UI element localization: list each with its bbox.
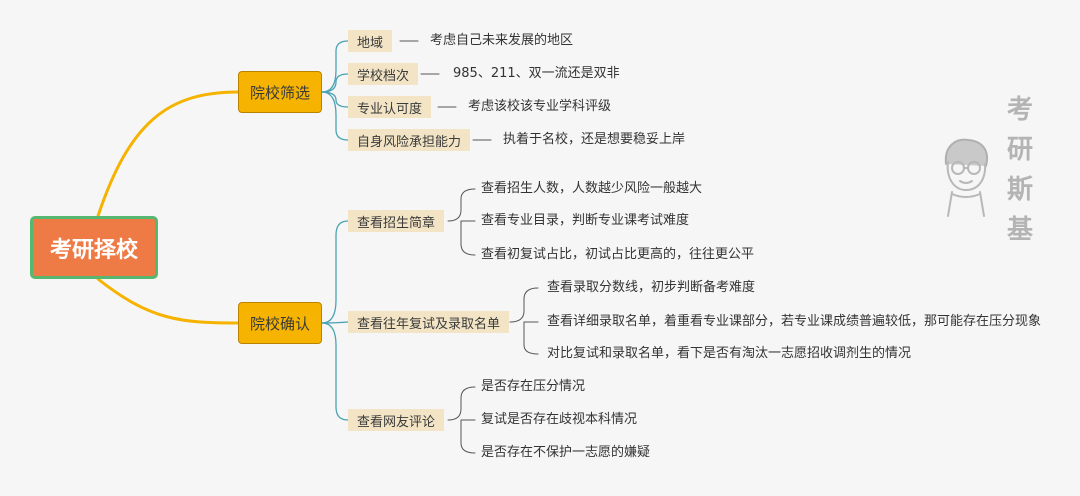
connector-screening-topic-risk <box>321 91 349 141</box>
leaf-reviews-2: 复试是否存在歧视本科情况 <box>481 412 638 427</box>
leaf-bracket-brochure <box>447 188 476 256</box>
topic-node-reviews[interactable]: 查看网友评论 <box>348 409 445 431</box>
branch-node-confirm[interactable]: 院校确认 <box>238 302 322 344</box>
watermark-char: 研 <box>1006 135 1033 165</box>
topic-node-major-recognition[interactable]: 专业认可度 <box>348 96 432 118</box>
leaf-brochure-2: 查看专业目录，判断专业课考试难度 <box>481 213 690 228</box>
mascot-watermark-icon <box>944 138 988 217</box>
connector-screening-topic-tier <box>321 73 349 93</box>
connector-screening-topic-region <box>321 40 349 93</box>
leaf-brochure-1: 查看招生人数，人数越少风险一般越大 <box>481 181 703 196</box>
leaf-region: 考虑自己未来发展的地区 <box>430 33 574 48</box>
connector-confirm-topic-reviews <box>321 322 349 421</box>
topic-node-tier[interactable]: 学校档次 <box>348 63 419 85</box>
topic-node-admission-list[interactable]: 查看往年复试及录取名单 <box>348 311 510 333</box>
leaf-risk-tolerance: 执着于名校，还是想要稳妥上岸 <box>503 132 686 147</box>
leaf-bracket-admission-list <box>509 287 539 355</box>
leaf-admission-2: 查看详细录取名单，着重看专业课部分，若专业课成绩普遍较低，那可能存在压分现象 <box>547 314 1042 329</box>
watermark-text: 考 研 斯 基 <box>1000 90 1040 250</box>
root-node[interactable]: 考研择校 <box>30 216 158 279</box>
leaf-admission-3: 对比复试和录取名单，看下是否有淘汰一志愿招收调剂生的情况 <box>547 346 912 361</box>
connector-confirm-topic-brochure <box>321 220 349 324</box>
leaf-reviews-1: 是否存在压分情况 <box>481 379 586 394</box>
leaf-major-recognition: 考虑该校该专业学科评级 <box>468 99 612 114</box>
watermark-char: 斯 <box>1006 175 1033 205</box>
connector-root-to-screening <box>96 90 240 218</box>
leaf-reviews-3: 是否存在不保护一志愿的嫌疑 <box>481 445 651 460</box>
leaf-bracket-reviews <box>447 386 476 454</box>
leaf-admission-1: 查看录取分数线，初步判断备考难度 <box>547 280 756 295</box>
connector-screening-topic-major <box>321 91 349 108</box>
watermark-char: 考 <box>1006 95 1033 125</box>
topic-node-risk-tolerance[interactable]: 自身风险承担能力 <box>348 129 471 151</box>
branch-node-screening[interactable]: 院校筛选 <box>238 71 322 113</box>
watermark-char: 基 <box>1006 215 1033 245</box>
topic-node-region[interactable]: 地域 <box>348 30 393 52</box>
connector-root-to-confirm <box>96 277 240 325</box>
leaf-tier: 985、211、双一流还是双非 <box>453 66 620 81</box>
topic-node-brochure[interactable]: 查看招生简章 <box>348 210 445 232</box>
leaf-brochure-3: 查看初复试占比，初试占比更高的，往往更公平 <box>481 247 755 262</box>
